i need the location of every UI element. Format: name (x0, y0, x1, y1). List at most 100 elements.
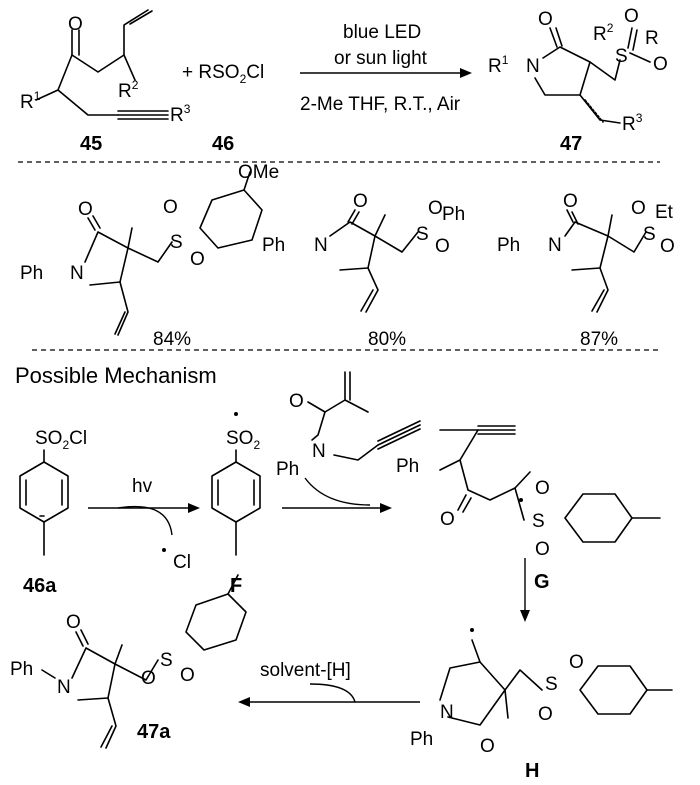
nitrogen-ex1: N (70, 263, 84, 284)
nitrogen-47: N (526, 56, 540, 77)
r1-47: R1 (488, 53, 509, 77)
sulfur-ex3: S (643, 224, 656, 245)
ph-group-ex3: Ph (497, 235, 520, 256)
sulfonyl-o1-47a: O (141, 668, 156, 689)
sulfonyl-chloride-46a: SO2Cl (35, 428, 87, 452)
sulfonyl-o2-47: O (653, 54, 668, 75)
nitrogen-47a: N (57, 677, 71, 698)
sulfonyl-o2-ex3: O (660, 236, 675, 257)
r3-45: R3 (170, 102, 191, 126)
aryl-ring-G (564, 493, 633, 543)
condition-solvent: 2-Me THF, R.T., Air (300, 94, 461, 115)
sulfur-G: S (532, 511, 545, 532)
ph-group-H: Ph (410, 729, 433, 750)
sulfonyl-chloride-formula: + RSO2Cl (182, 62, 264, 86)
compound-label-G: G (534, 571, 550, 593)
radical-dot-cl (162, 548, 166, 552)
reagent-46: + RSO2Cl 46 (182, 62, 264, 155)
reaction-conditions: blue LED or sun light 2-Me THF, R.T., Ai… (300, 22, 472, 115)
compound-label-46: 46 (212, 133, 234, 155)
final-step-arrow: solvent-[H] (238, 660, 420, 707)
ph-group-47a: Ph (10, 659, 33, 680)
oxygen-45: O (68, 14, 83, 35)
sulfonyl-o1-H: O (569, 652, 584, 673)
oxygen-47a: O (66, 612, 81, 633)
sulfonyl-o1-ex2: O (428, 198, 443, 219)
substituent-ex3: Et (655, 202, 674, 223)
aryl-ring-47a (185, 593, 247, 651)
oxygen-ex2: O (353, 191, 368, 212)
r2-45: R2 (118, 78, 139, 102)
aryl-ring-H (579, 665, 648, 715)
condition-light: blue LED (343, 22, 421, 43)
yield-ex2: 80% (368, 329, 406, 350)
radical-F: SO2 F (211, 412, 261, 597)
substituent-ex1: OMe (238, 162, 279, 183)
ph-group-ex2: Ph (262, 235, 285, 256)
arrow-G-to-H (520, 558, 530, 622)
reactant-45: O R1 R2 R3 45 (20, 9, 191, 155)
ph-group-ex1: Ph (20, 263, 43, 284)
nitrogen-H: N (440, 702, 454, 723)
oxygen-H: O (480, 736, 495, 757)
mechanism-heading: Possible Mechanism (15, 363, 217, 388)
oxygen-47: O (538, 9, 553, 30)
aryl-ring-ex1 (199, 189, 263, 249)
sulfur-47a: S (160, 650, 173, 671)
sulfonyl-o2-ex1: O (190, 249, 205, 270)
sulfonyl-o2-ex2: O (435, 236, 450, 257)
product-47a: Ph N O S O O 47a (10, 574, 247, 749)
sulfonyl-o2-G: O (535, 539, 550, 560)
nitrogen-amide: N (312, 441, 326, 462)
aryl-ring-F (211, 461, 261, 523)
r1-45: R1 (20, 89, 41, 113)
solvent-h-condition: solvent-[H] (260, 660, 351, 681)
r2-47: R2 (593, 21, 614, 45)
hv-condition: hv (132, 476, 153, 497)
product-47: R1 N O R2 S O R O R3 47 (488, 6, 668, 155)
example-3: Ph N O S O O Et 87% (497, 191, 675, 350)
substrate-amide: O N Ph (276, 371, 421, 513)
radical-dot-f (234, 412, 238, 416)
nitrogen-ex2: N (314, 235, 328, 256)
oxygen-amide: O (289, 391, 304, 412)
r3-47: R3 (622, 111, 643, 135)
sulfonyl-o2-47a: O (180, 665, 195, 686)
r-47: R (645, 28, 659, 49)
sulfur-47: S (615, 46, 628, 67)
aryl-ring-46a (19, 461, 69, 523)
sulfur-ex1: S (170, 232, 183, 253)
ph-group-amide: Ph (276, 459, 299, 480)
yield-ex1: 84% (153, 329, 191, 350)
sulfur-ex2: S (416, 224, 429, 245)
yield-ex3: 87% (580, 329, 618, 350)
ph-group-G: Ph (396, 456, 419, 477)
radical-dot-G (519, 498, 523, 502)
sulfonyl-o2-H: O (538, 704, 553, 725)
intermediate-G: Ph O S O O G (396, 425, 661, 593)
reagent-46a: SO2Cl 46a (19, 428, 87, 597)
compound-label-H: H (525, 760, 539, 782)
oxygen-ex3: O (563, 191, 578, 212)
reaction-arrow-head (460, 68, 472, 78)
compound-label-46a: 46a (23, 575, 57, 597)
chloride-radical: Cl (173, 552, 191, 573)
intermediate-H: N Ph O S O O H (410, 628, 673, 782)
sulfonyl-o1-G: O (535, 478, 550, 499)
example-1: Ph N O S O O OMe 84% (20, 162, 279, 350)
sulfonyl-o1-ex3: O (631, 198, 646, 219)
oxygen-ex1: O (78, 199, 93, 220)
compound-label-45: 45 (80, 133, 102, 155)
sulfonyl-radical-F: SO2 (226, 428, 260, 452)
sulfur-H: S (545, 674, 558, 695)
compound-label-47: 47 (560, 133, 582, 155)
condition-alt-light: or sun light (334, 48, 428, 69)
sulfonyl-o1-ex1: O (163, 197, 178, 218)
radical-dot-H (470, 628, 474, 632)
compound-label-F: F (230, 575, 242, 597)
substituent-ex2: Ph (442, 204, 465, 225)
oxygen-G: O (440, 509, 455, 530)
nitrogen-ex3: N (548, 235, 562, 256)
sulfonyl-o1-47: O (624, 6, 639, 27)
